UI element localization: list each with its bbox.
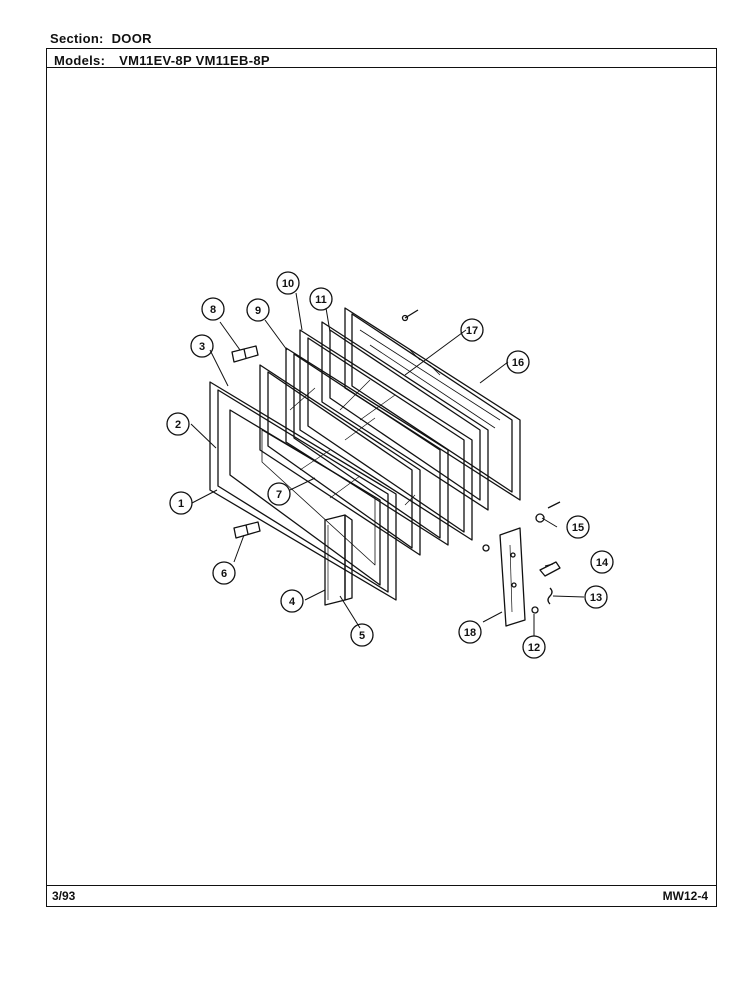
svg-text:12: 12 <box>528 642 540 654</box>
section-value: DOOR <box>111 31 152 46</box>
callout-12: 12 <box>522 635 546 659</box>
door-frame-part-10 <box>299 329 473 541</box>
svg-text:8: 8 <box>210 304 216 316</box>
svg-text:4: 4 <box>289 596 296 608</box>
svg-text:16: 16 <box>512 357 524 369</box>
footer-date: 3/93 <box>52 889 76 903</box>
models-value: VM11EV-8P VM11EB-8P <box>119 53 270 68</box>
callout-16: 16 <box>506 350 530 374</box>
rear-panel-part-16 <box>344 307 521 501</box>
callout-3: 3 <box>190 334 214 358</box>
svg-text:13: 13 <box>590 592 602 604</box>
callout-11: 11 <box>309 287 333 311</box>
door-frame-part-11 <box>321 321 489 511</box>
svg-text:6: 6 <box>221 568 227 580</box>
models-divider <box>46 67 717 68</box>
callout-9: 9 <box>246 298 270 322</box>
svg-text:3: 3 <box>199 341 205 353</box>
svg-text:9: 9 <box>255 305 261 317</box>
callout-2: 2 <box>166 412 190 436</box>
svg-text:1: 1 <box>178 498 184 510</box>
callout-4: 4 <box>280 589 304 613</box>
svg-text:10: 10 <box>282 278 294 290</box>
callout-8: 8 <box>201 297 225 321</box>
callout-17: 17 <box>460 318 484 342</box>
svg-text:17: 17 <box>466 325 478 337</box>
bracket-part-8 <box>231 345 259 363</box>
glass-panel-part-9 <box>285 347 449 546</box>
callout-10: 10 <box>276 271 300 295</box>
callout-14: 14 <box>590 550 614 574</box>
diagram-frame <box>46 48 717 907</box>
footer-divider <box>46 885 717 886</box>
door-handle-part-4 <box>324 514 353 606</box>
leader-lines <box>190 292 585 636</box>
callout-5: 5 <box>350 623 374 647</box>
outer-door-part-1 <box>209 381 397 601</box>
hardware-parts <box>401 309 561 614</box>
callout-18: 18 <box>458 620 482 644</box>
svg-text:5: 5 <box>359 630 365 642</box>
models-header: Models: VM11EV-8P VM11EB-8P <box>54 53 270 68</box>
svg-text:14: 14 <box>596 557 609 569</box>
callout-13: 13 <box>584 585 608 609</box>
hinge-part-18 <box>499 527 526 627</box>
svg-text:15: 15 <box>572 522 584 534</box>
svg-text:7: 7 <box>276 489 282 501</box>
bracket-part-6 <box>233 521 261 539</box>
footer-code: MW12-4 <box>662 889 708 903</box>
callout-7: 7 <box>267 482 291 506</box>
svg-text:11: 11 <box>315 294 327 306</box>
callout-1: 1 <box>169 491 193 515</box>
models-label: Models: <box>54 53 106 68</box>
svg-text:18: 18 <box>464 627 476 639</box>
callout-6: 6 <box>212 561 236 585</box>
section-label: Section: <box>50 31 104 46</box>
svg-text:2: 2 <box>175 419 181 431</box>
callout-15: 15 <box>566 515 590 539</box>
section-header: Section: DOOR <box>50 31 152 46</box>
